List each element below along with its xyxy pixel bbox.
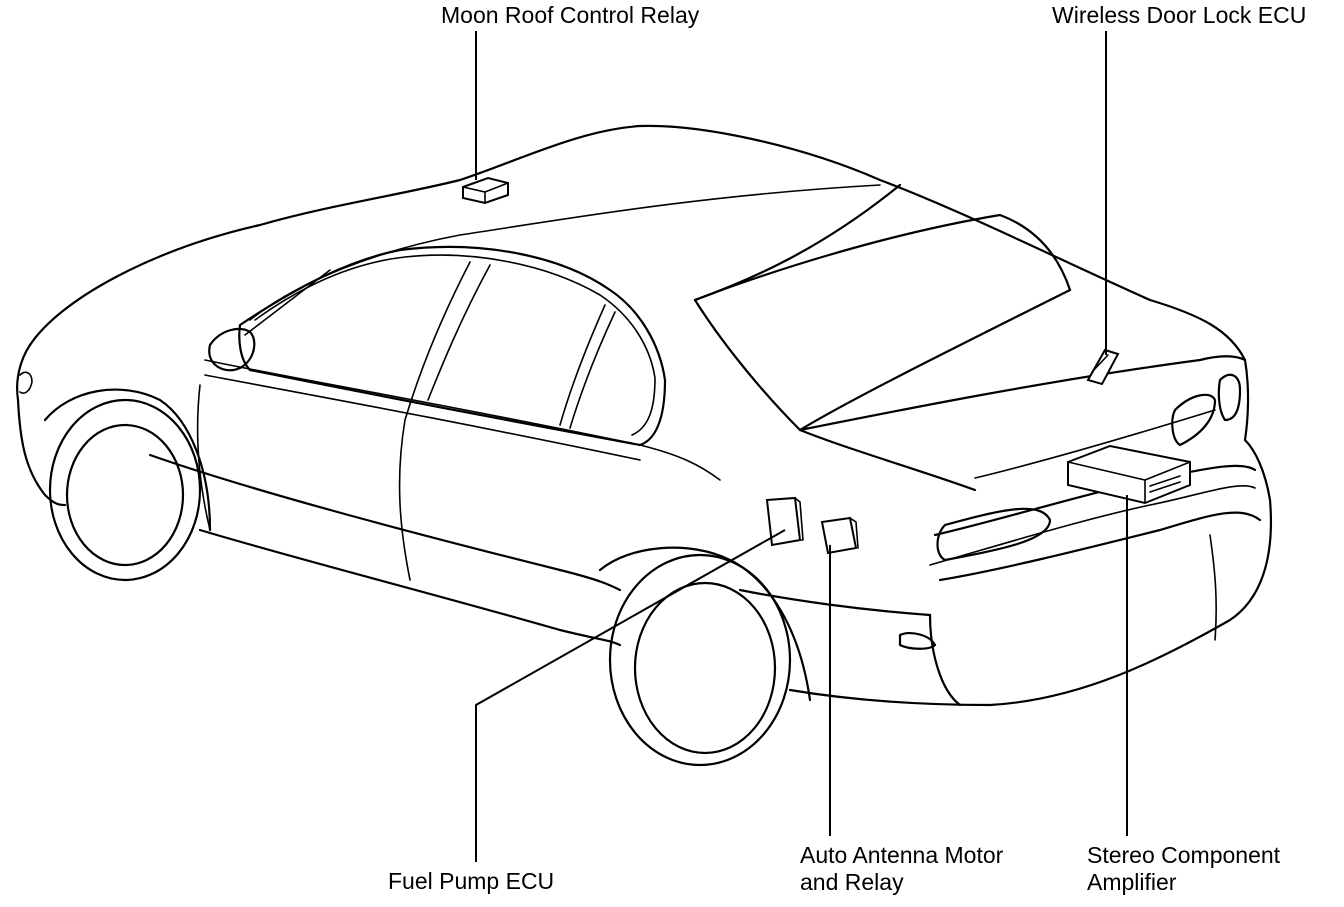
stereo-component-amplifier-label: Stereo Component Amplifier xyxy=(1087,842,1280,896)
auto-antenna-motor-relay-part xyxy=(820,516,859,555)
moon-roof-control-relay-part xyxy=(462,176,509,205)
wireless-door-lock-ecu-part xyxy=(1086,348,1120,386)
stereo-component-amplifier-part xyxy=(1067,444,1191,505)
wireless-door-lock-ecu-label: Wireless Door Lock ECU xyxy=(1052,2,1307,28)
auto-antenna-label-line1: Auto Antenna Motor xyxy=(800,842,1004,868)
fuel-pump-ecu-label: Fuel Pump ECU xyxy=(388,868,555,894)
auto-antenna-label-line2: and Relay xyxy=(800,869,904,895)
fuel-pump-ecu-part xyxy=(765,496,804,547)
stereo-label-line2: Amplifier xyxy=(1087,869,1177,895)
leader-lines xyxy=(475,31,1128,862)
moon-roof-control-relay-label: Moon Roof Control Relay xyxy=(441,2,700,28)
car-body xyxy=(16,124,1272,767)
leader-fuel-pump xyxy=(475,529,786,862)
auto-antenna-motor-relay-label: Auto Antenna Motor and Relay xyxy=(800,842,1003,896)
stereo-label-line1: Stereo Component xyxy=(1087,842,1281,868)
